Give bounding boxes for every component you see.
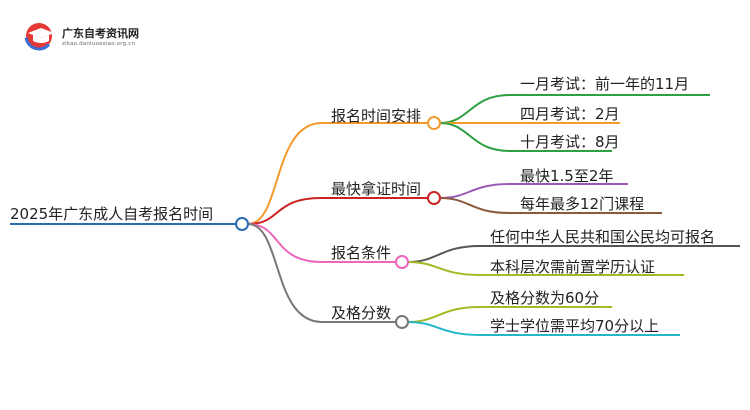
leaf-october-exam: 十月考试：8月	[520, 133, 620, 151]
leaf-pass-60: 及格分数为60分	[490, 289, 600, 307]
leaf-april-exam: 四月考试：2月	[520, 105, 620, 123]
branch-connector-requirements	[247, 223, 323, 263]
leaf-bachelor-70: 学士学位需平均70分以上	[490, 317, 660, 335]
branch-connector-schedule	[247, 122, 323, 225]
branch-label-passing-score: 及格分数	[331, 304, 392, 322]
branch-connector-passing-score	[247, 223, 323, 323]
leaf-connector-schedule-0	[439, 94, 511, 124]
leaf-any-citizen: 任何中华人民共和国公民均可报名	[490, 228, 716, 246]
leaf-fastest-duration: 最快1.5至2年	[520, 167, 614, 185]
leaf-connector-requirements-0	[407, 245, 481, 263]
leaf-connector-fastest-cert-0	[439, 183, 511, 199]
leaf-connector-passing-score-0	[407, 306, 481, 323]
leaf-prior-degree-cert: 本科层次需前置学历认证	[490, 258, 656, 276]
site-logo: 广东自考资讯网 zikao.danluoexiao.org.cn	[24, 21, 139, 51]
logo-subtitle: zikao.danluoexiao.org.cn	[62, 41, 136, 47]
branch-label-fastest-cert: 最快拿证时间	[331, 180, 422, 198]
branch-connector-fastest-cert	[247, 197, 323, 225]
leaf-max-courses: 每年最多12门课程	[520, 195, 645, 213]
branch-node-passing-score	[395, 315, 409, 329]
leaf-connector-fastest-cert-1	[439, 197, 511, 214]
leaf-connector-passing-score-1	[407, 321, 481, 336]
logo-title: 广东自考资讯网	[62, 27, 139, 40]
leaf-january-exam: 一月考试：前一年的11月	[520, 75, 690, 93]
branch-node-requirements	[395, 255, 409, 269]
root-node	[235, 217, 249, 231]
branch-node-schedule	[427, 116, 441, 130]
graduation-cap-icon	[24, 21, 54, 51]
branch-label-requirements: 报名条件	[331, 244, 392, 262]
leaf-connector-schedule-2	[439, 122, 511, 152]
branch-label-schedule: 报名时间安排	[331, 107, 422, 125]
branch-node-fastest-cert	[427, 191, 441, 205]
root-node-label: 2025年广东成人自考报名时间	[10, 205, 214, 223]
leaf-connector-requirements-1	[407, 261, 481, 276]
